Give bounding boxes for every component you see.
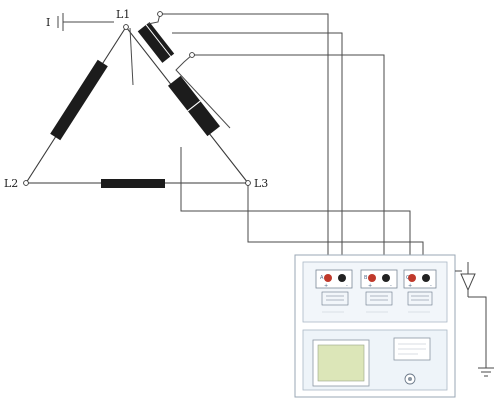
channel-c-minus-label: - <box>430 283 432 289</box>
channel-a-plus-label: + <box>324 283 328 289</box>
channel-c-terminal-minus[interactable] <box>422 274 430 282</box>
test-instrument: A + - B + - C + - <box>294 254 456 398</box>
channel-b-terminal-minus[interactable] <box>382 274 390 282</box>
channel-a-minus-label: - <box>346 283 348 289</box>
ground-mark-label: I <box>46 16 50 29</box>
channel-c: C + - <box>403 269 437 313</box>
winding-bottom <box>101 179 165 188</box>
printer-unit <box>393 337 431 361</box>
channel-a-terminal-plus[interactable] <box>324 274 332 282</box>
display-screen-inner <box>317 344 365 382</box>
terminal-circles <box>23 11 251 186</box>
channel-b-label: B <box>364 275 368 281</box>
delta-triangle <box>25 26 249 184</box>
node-label-l3: L3 <box>254 177 268 190</box>
node-label-l1: L1 <box>116 8 130 21</box>
channel-a-label: A <box>320 275 324 281</box>
winding-right-primary <box>167 75 221 137</box>
channel-c-plus-label: + <box>408 283 412 289</box>
channel-b-minus-label: - <box>390 283 392 289</box>
channel-a: A + - <box>315 269 353 313</box>
instrument-ground <box>455 262 494 377</box>
channel-c-label: C <box>406 275 410 281</box>
channel-b-plus-label: + <box>368 283 372 289</box>
channel-b-terminal-plus[interactable] <box>368 274 376 282</box>
channel-c-terminal-plus[interactable] <box>408 274 416 282</box>
channel-b: B + - <box>360 269 398 313</box>
top-ground-symbol: I <box>46 13 114 31</box>
winding-right-secondary <box>137 22 175 63</box>
node-label-l2: L2 <box>4 177 18 190</box>
channel-a-terminal-minus[interactable] <box>338 274 346 282</box>
connection-wires <box>129 13 424 270</box>
winding-left <box>50 59 108 141</box>
